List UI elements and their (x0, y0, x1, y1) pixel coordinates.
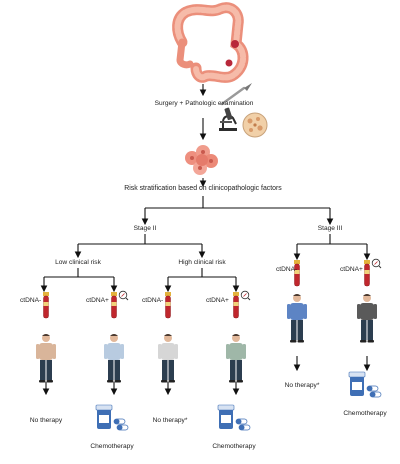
ctdna-positive-label: ctDNA+ (86, 297, 109, 304)
ctdna-positive-label: ctDNA+ (206, 297, 229, 304)
outcome-no-therapy-asterisk: No therapy* (152, 417, 188, 424)
blood-tube-positive-icon (111, 290, 129, 319)
blood-tube-positive-icon (233, 290, 251, 319)
ctdna-negative-label: ctDNA- (276, 266, 298, 273)
patient-figure-icon (226, 334, 246, 383)
stage-iii-label: Stage III (317, 225, 343, 232)
patients (36, 294, 377, 383)
patient-figure-icon (357, 294, 377, 343)
outcome-chemotherapy: Chemotherapy (343, 410, 387, 417)
outcome-chemotherapy: Chemotherapy (212, 443, 256, 450)
blood-tube-negative-icon (165, 292, 171, 319)
outcome-chemotherapy: Chemotherapy (90, 443, 134, 450)
outcome-no-therapy-asterisk: No therapy* (284, 382, 320, 389)
patient-figure-icon (36, 334, 56, 383)
tumor-mark (231, 40, 239, 48)
ctdna-positive-label: ctDNA+ (340, 266, 363, 273)
histology-slide-icon (242, 112, 268, 138)
medication-icon (348, 371, 382, 398)
microscope-icon (219, 107, 237, 131)
blood-tubes (43, 258, 382, 319)
tumor-cell-cluster-icon (185, 145, 218, 175)
chemotherapy-icons (95, 371, 382, 431)
patient-figure-icon (158, 334, 178, 383)
risk-stratification-label: Risk stratification based on clinicopath… (124, 185, 282, 192)
outcome-no-therapy: No therapy (29, 417, 63, 424)
tumor-mark (225, 59, 233, 67)
surgery-step-label: Surgery + Pathologic examination (154, 100, 254, 107)
high-clinical-risk-label: High clinical risk (178, 259, 226, 266)
blood-tube-positive-icon (364, 258, 382, 287)
scalpel-icon (220, 83, 252, 106)
colon-illustration (172, 2, 249, 83)
flow-connectors (40, 84, 371, 396)
medication-icon (217, 404, 251, 431)
patient-figure-icon (287, 294, 307, 343)
stage-ii-label: Stage II (133, 225, 157, 232)
patient-figure-icon (104, 334, 124, 383)
blood-tube-negative-icon (294, 260, 300, 287)
medication-icon (95, 404, 129, 431)
low-clinical-risk-label: Low clinical risk (55, 259, 101, 266)
blood-tube-negative-icon (43, 292, 49, 319)
ctdna-negative-label: ctDNA- (20, 297, 42, 304)
ctdna-negative-label: ctDNA- (142, 297, 164, 304)
